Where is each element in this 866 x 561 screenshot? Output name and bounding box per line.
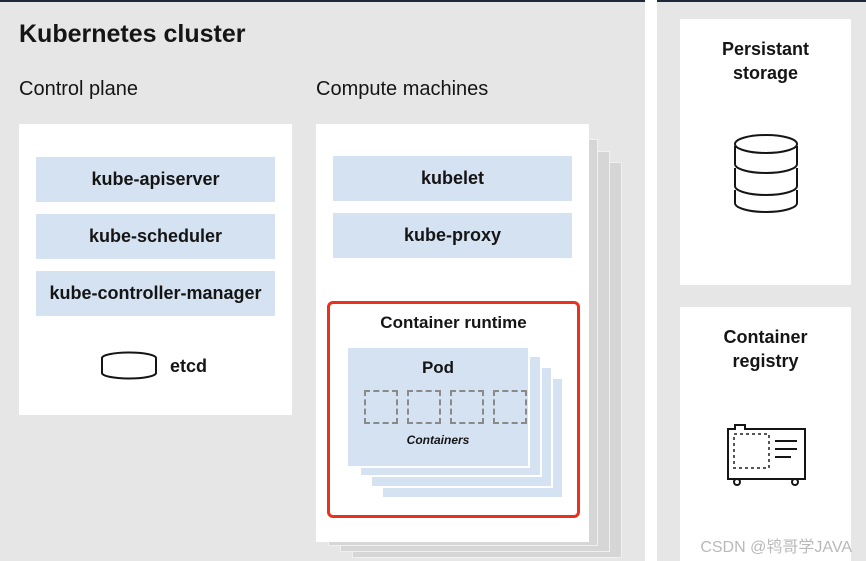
registry-card-icon xyxy=(727,424,806,486)
persistant-storage-panel: Persistant storage xyxy=(680,19,851,285)
watermark-text: CSDN @鸨哥学JAVA xyxy=(700,539,852,556)
storage-title-line1: Persistant xyxy=(721,39,810,59)
container-registry-title: Container registry xyxy=(680,325,851,373)
container-registry-panel: Container registry xyxy=(680,307,851,561)
kube-apiserver-box: kube-apiserver xyxy=(36,157,275,202)
storage-title-line2: storage xyxy=(732,63,799,83)
container-slot xyxy=(407,390,441,424)
container-slot xyxy=(364,390,398,424)
persistant-storage-title: Persistant storage xyxy=(680,37,851,85)
compute-panel: kubelet kube-proxy Container runtime Pod… xyxy=(316,124,589,542)
compute-machines-title: Compute machines xyxy=(316,78,489,100)
container-slots xyxy=(364,390,527,424)
registry-title-line2: registry xyxy=(732,351,799,371)
kubelet-box: kubelet xyxy=(333,156,572,201)
container-slot xyxy=(493,390,527,424)
database-icon xyxy=(734,134,798,213)
kube-controller-manager-box: kube-controller-manager xyxy=(36,271,275,316)
control-plane-title: Control plane xyxy=(19,78,138,100)
etcd-disk-icon xyxy=(101,351,157,380)
containers-label: Containers xyxy=(406,433,470,447)
top-border xyxy=(0,0,866,2)
container-runtime-title: Container runtime xyxy=(380,313,527,332)
cluster-title: Kubernetes cluster xyxy=(19,20,246,48)
kube-proxy-box: kube-proxy xyxy=(333,213,572,258)
container-runtime-box: Container runtime Pod Containers xyxy=(327,301,580,518)
container-slot xyxy=(450,390,484,424)
kube-scheduler-box: kube-scheduler xyxy=(36,214,275,259)
control-plane-panel: kube-apiserver kube-scheduler kube-contr… xyxy=(19,124,292,415)
pod-box: Pod Containers xyxy=(346,346,530,468)
pod-title: Pod xyxy=(421,358,455,377)
section-divider xyxy=(645,0,657,561)
registry-title-line1: Container xyxy=(723,327,808,347)
etcd-label: etcd xyxy=(170,356,208,376)
